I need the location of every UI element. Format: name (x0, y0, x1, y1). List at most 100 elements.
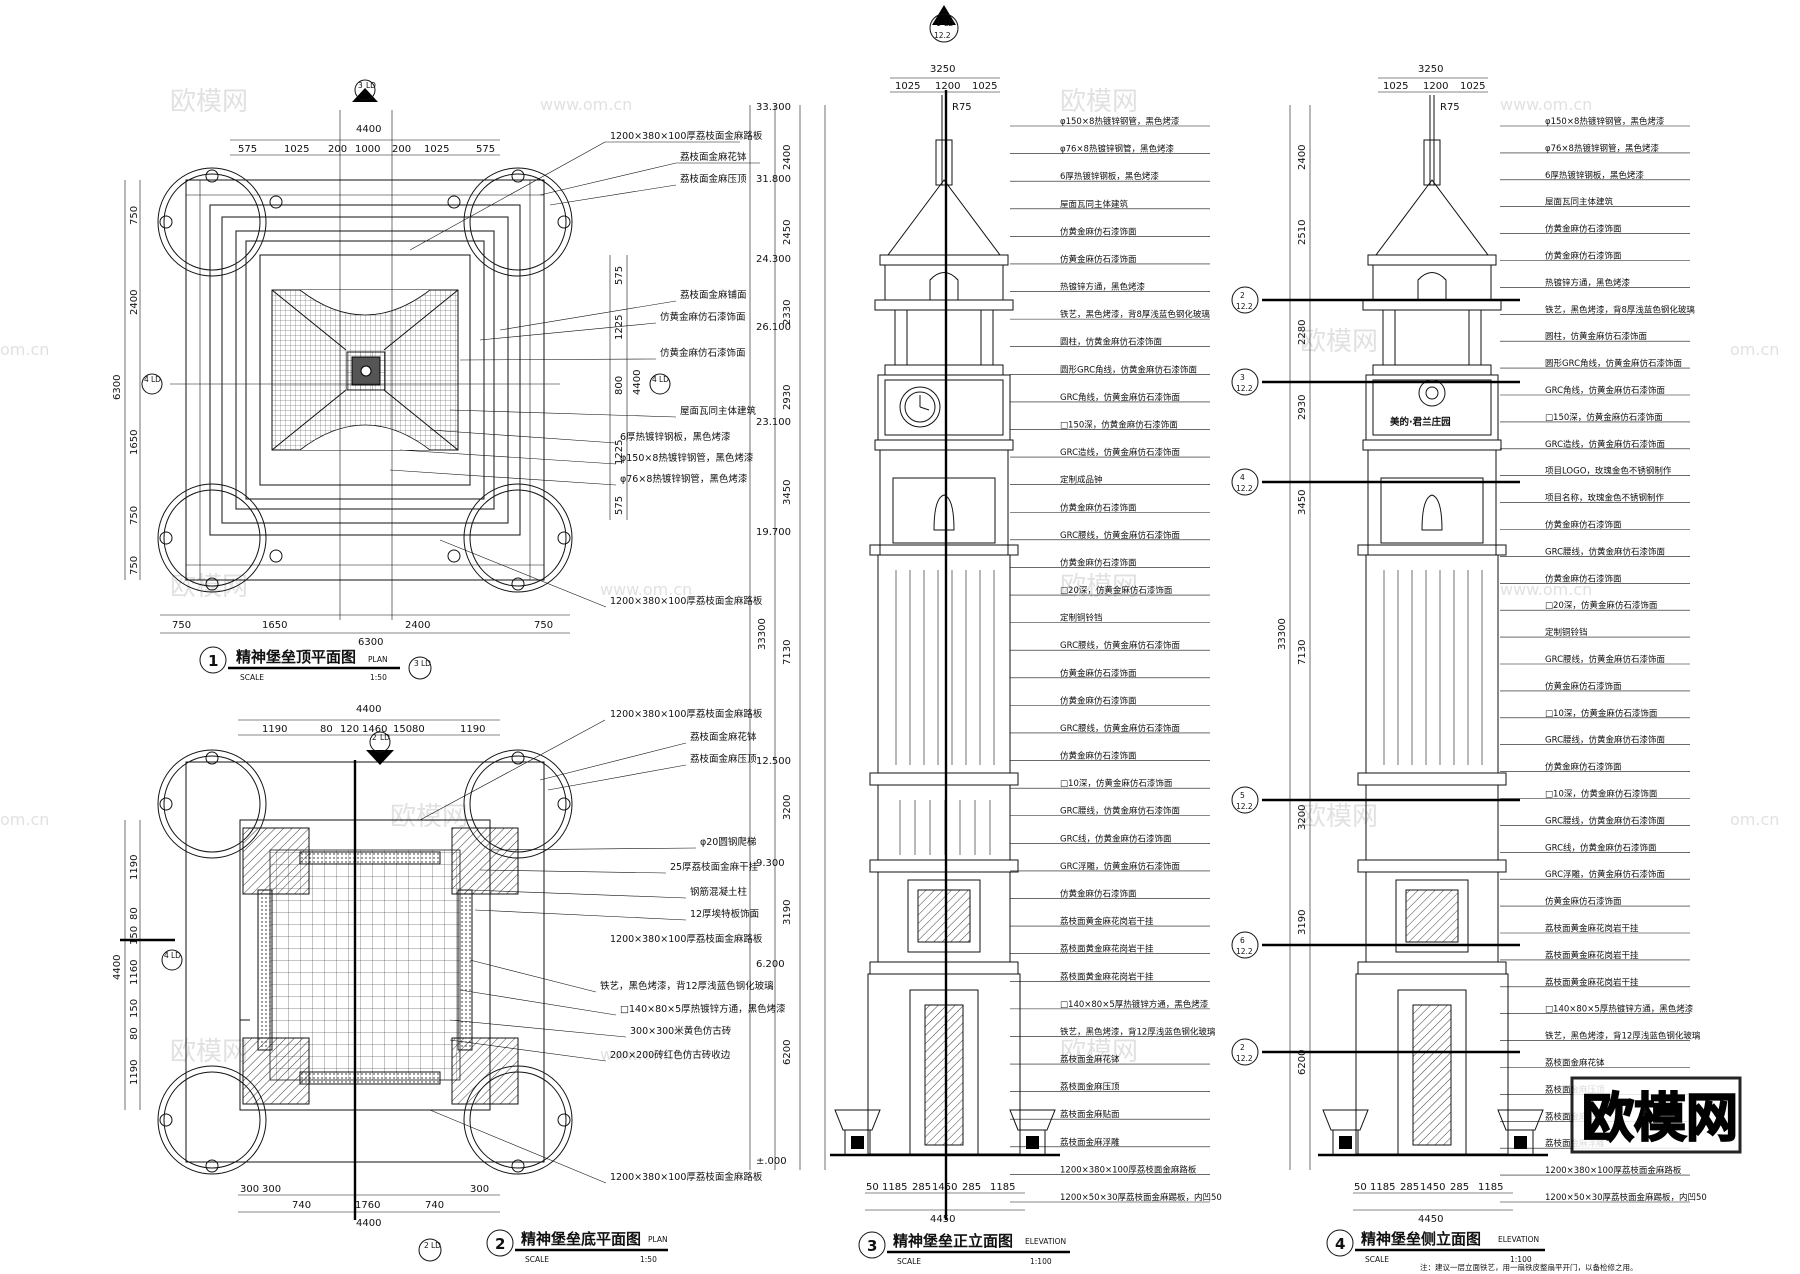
note: 仿黄金麻仿石漆饰面 (1545, 896, 1622, 907)
dim-label: 1225 (614, 440, 625, 465)
dim-label: 2400 (129, 290, 140, 315)
level-mark: 6.200 (756, 959, 785, 970)
level-mark: 19.700 (756, 527, 791, 538)
note: 仿黄金麻仿石漆饰面 (1060, 695, 1137, 706)
plan1-leaders (389, 141, 760, 608)
watermark: om.cn (1730, 340, 1779, 359)
note: 荔枝面黄金麻花岗岩干挂 (1060, 944, 1154, 955)
ref-sheet: LD (431, 1241, 441, 1250)
dim-label: 80 (129, 907, 140, 920)
watermark: 欧模网 (170, 87, 248, 117)
note: 项目LOGO，玫瑰金色不锈钢制作 (1545, 466, 1672, 477)
dim-label: 285 (1450, 1182, 1469, 1193)
ref-sheet: LD (421, 659, 431, 668)
watermark: 欧模网 (170, 1037, 248, 1067)
watermark: 欧模网 (1060, 87, 1138, 117)
note: 屋面瓦同主体建筑 (1060, 199, 1129, 210)
drawing-number: 2 (495, 1235, 505, 1253)
dim-label: 2930 (782, 385, 793, 410)
watermark: 欧模网 (1060, 1037, 1138, 1067)
section-marker: 3 LD (352, 79, 378, 102)
note: GRC造线，仿黄金麻仿石漆饰面 (1060, 447, 1181, 458)
dim-label: 3450 (1297, 490, 1308, 515)
elev4-notes: φ150×8热镀锌钢管，黑色烤漆φ76×8热镀锌钢管，黑色烤漆6厚热镀锌钢板，黑… (1500, 116, 1707, 1203)
dim-label: 750 (129, 556, 140, 575)
note: 热镀锌方通，黑色烤漆 (1545, 277, 1631, 288)
plan-1-top: 4400 575 1025 200 1000 200 1025 575 750 … (112, 79, 763, 682)
dim-label: 200 (328, 144, 347, 155)
drawing-number: 4 (1335, 1235, 1345, 1253)
dim-label: 80 (129, 1027, 140, 1040)
elev3-top-dims: 3250 1025 1200 1025 R75 (895, 64, 997, 113)
dim-label: 750 (534, 620, 553, 631)
note: φ76×8热镀锌钢管，黑色烤漆 (620, 473, 748, 485)
note: 1200×380×100厚荔枝面金麻路板 (1060, 1164, 1197, 1175)
note: □140×80×5厚热镀锌方通，黑色烤漆 (1060, 999, 1209, 1010)
drawing-title: 精神堡垒顶平面图 (236, 648, 356, 666)
watermark: www.om.cn (1500, 95, 1592, 114)
note: 1200×380×100厚荔枝面金麻路板 (610, 1171, 763, 1183)
note: 荔枝面金麻压顶 (690, 753, 757, 765)
note: □20深，仿黄金麻仿石漆饰面 (1545, 600, 1658, 611)
note: 200×200砖红色仿古砖收边 (610, 1049, 731, 1061)
note: 荔枝面金麻浮雕 (1060, 1137, 1120, 1148)
ref-num: 4 (652, 375, 657, 384)
elev4-top-dims: 3250 1025 1200 1025 R75 (1383, 64, 1485, 113)
dim-label: 2400 (405, 620, 430, 631)
ref-num: 2 (1240, 291, 1245, 300)
scale-label: SCALE (525, 1255, 549, 1264)
note: φ76×8热镀锌钢管，黑色烤漆 (1060, 144, 1174, 155)
note: 仿黄金麻仿石漆饰面 (1545, 251, 1622, 262)
dim-label: 300 (240, 1184, 259, 1195)
watermark: 欧模网 (170, 572, 248, 602)
elev3-bottom-dims: 50 1185 285 1450 285 1185 4450 (866, 1182, 1015, 1225)
dim-label: 1185 (882, 1182, 907, 1193)
dim-label: 285 (1400, 1182, 1419, 1193)
dim-label: 750 (129, 506, 140, 525)
note: □150深，仿黄金麻仿石漆饰面 (1545, 412, 1663, 423)
plan2-title-block: 2 精神堡垒底平面图 PLAN SCALE 1:50 2 LD (418, 1229, 668, 1264)
dim-label: 120 (340, 724, 359, 735)
dim-label: 1025 (972, 81, 997, 92)
note: 荔枝面黄金麻花岗岩干挂 (1545, 950, 1639, 961)
note: GRC腰线，仿黄金麻仿石漆饰面 (1060, 723, 1181, 734)
dim-label: 3200 (1297, 805, 1308, 830)
note: 仿黄金麻仿石漆饰面 (660, 347, 746, 359)
drawing-title: 精神堡垒侧立面图 (1361, 1230, 1481, 1248)
dim-label: 575 (476, 144, 495, 155)
note: 铁艺，黑色烤漆，背12厚浅蓝色钢化玻璃 (1545, 1031, 1701, 1042)
dim-label: 1185 (1478, 1182, 1503, 1193)
level-mark: 33.300 (756, 102, 791, 113)
note: GRC腰线，仿黄金麻仿石漆饰面 (1060, 806, 1181, 817)
plan2-left-dims: 4400 1190 80 150 1160 150 80 1190 (112, 855, 140, 1085)
ref-num: 3 (358, 81, 363, 90)
ref-num: 2 (1240, 1043, 1245, 1052)
elev4-bottom-dims: 50 1185 285 1450 285 1185 4450 (1354, 1182, 1503, 1225)
watermark: www.om.cn (600, 580, 692, 599)
drawing-title: 精神堡垒正立面图 (893, 1232, 1013, 1250)
elev4-section-cuts (1262, 298, 1520, 1054)
note: 钢筋混凝土柱 (690, 886, 748, 898)
dim-label: 1025 (895, 81, 920, 92)
section-marker: 4 LD (649, 373, 671, 395)
note: 荔枝面金麻压顶 (680, 173, 747, 185)
note: 荔枝面黄金麻花岗岩干挂 (1060, 916, 1154, 927)
dim-label: 1190 (262, 724, 287, 735)
watermark: www.om.cn (540, 95, 632, 114)
note: 荔枝面黄金麻花岗岩干挂 (1545, 923, 1639, 934)
note: 6厚热镀锌钢板，黑色烤漆 (620, 431, 731, 443)
note: 铁艺，黑色烤漆，背8厚浅蓝色钢化玻璃 (1545, 304, 1695, 315)
note: 荔枝面金麻铺面 (680, 289, 747, 301)
dim-label: 1650 (262, 620, 287, 631)
watermark: om.cn (1730, 810, 1779, 829)
note: 仿黄金麻仿石漆饰面 (660, 311, 746, 323)
dim-label: 2400 (1297, 145, 1308, 170)
level-mark: 23.100 (756, 417, 791, 428)
dim-label: 3190 (782, 900, 793, 925)
note: 1200×380×100厚荔枝面金麻路板 (610, 933, 763, 945)
ref-sub: 12.2 (1236, 947, 1253, 956)
dim-label: 50 (1354, 1182, 1367, 1193)
note: 仿黄金麻仿石漆饰面 (1060, 889, 1137, 900)
note: GRC浮雕，仿黄金麻仿石漆饰面 (1545, 869, 1666, 880)
note: 定制成品钟 (1060, 475, 1103, 486)
